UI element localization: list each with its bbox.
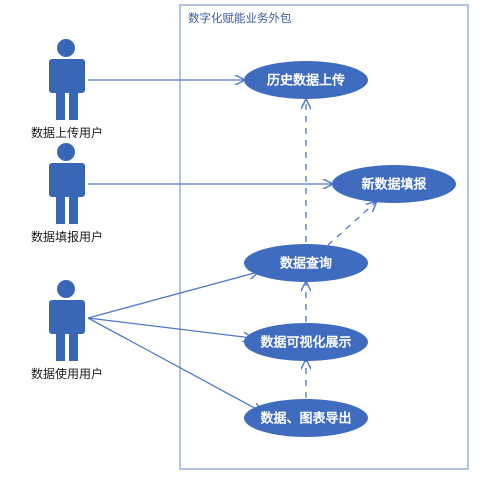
actor-use-user-label: 数据使用用户 [31, 366, 103, 381]
edge-use-user-to-query [87, 272, 258, 319]
actor-fill-user[interactable]: 数据填报用户 [31, 143, 103, 244]
actor-upload-user[interactable]: 数据上传用户 [31, 39, 103, 140]
person-icon [49, 143, 85, 224]
usecase-new-fill[interactable]: 新数据填报 [332, 165, 456, 203]
actor-upload-user-label: 数据上传用户 [31, 125, 103, 140]
person-icon [49, 280, 85, 361]
usecase-visualize[interactable]: 数据可视化展示 [244, 323, 368, 361]
usecase-new-fill-label: 新数据填报 [361, 177, 427, 193]
system-boundary-title: 数字化赋能业务外包 [188, 11, 292, 25]
usecase-export-label: 数据、图表导出 [260, 411, 351, 427]
actor-use-user[interactable]: 数据使用用户 [31, 280, 103, 381]
person-icon [49, 39, 85, 120]
usecase-query[interactable]: 数据查询 [244, 244, 368, 282]
usecase-export[interactable]: 数据、图表导出 [244, 399, 368, 437]
actor-fill-user-label: 数据填报用户 [31, 229, 103, 244]
usecase-history-upload-label: 历史数据上传 [267, 73, 345, 89]
system-boundary [179, 4, 469, 470]
edge-use-user-to-visualize [87, 317, 252, 338]
edge-use-user-to-export [87, 317, 262, 412]
usecase-query-label: 数据查询 [280, 256, 332, 272]
usecase-history-upload[interactable]: 历史数据上传 [244, 61, 368, 99]
usecase-visualize-label: 数据可视化展示 [260, 335, 351, 351]
edge-query-to-new-fill [327, 202, 376, 246]
